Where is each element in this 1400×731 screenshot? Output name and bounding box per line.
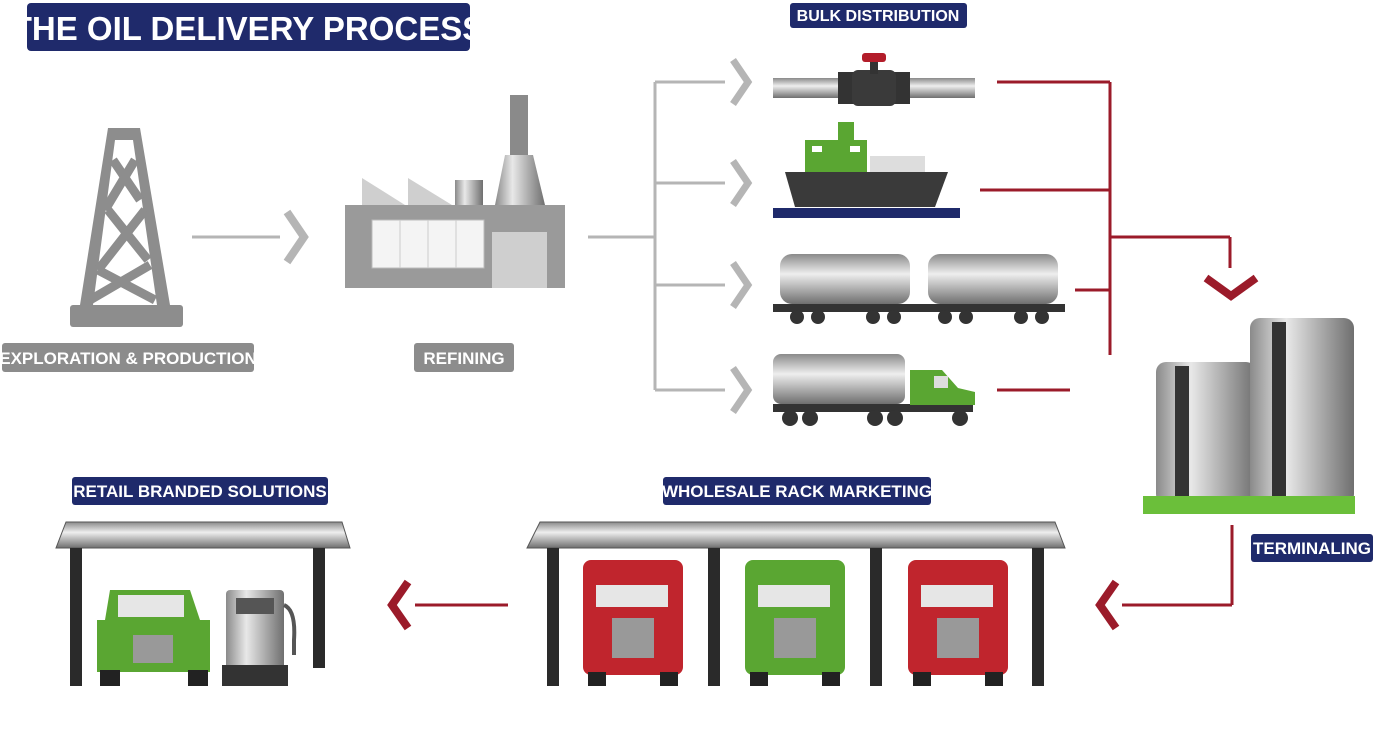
label-refining: REFINING: [414, 343, 514, 372]
label-refining-text: REFINING: [423, 349, 504, 368]
label-retail: RETAIL BRANDED SOLUTIONS: [72, 477, 328, 505]
loading-rack-icon: [526, 521, 1066, 686]
label-terminaling-text: TERMINALING: [1253, 539, 1371, 558]
label-bulk-distribution: BULK DISTRIBUTION: [790, 3, 967, 28]
car-icon: [97, 590, 210, 686]
truck-front-green: [745, 560, 845, 675]
tanker-truck-icon: [773, 354, 975, 426]
title-badge: THE OIL DELIVERY PROCESS: [12, 3, 485, 51]
distribution-branches: [588, 58, 753, 414]
label-bulk-distribution-text: BULK DISTRIBUTION: [797, 8, 960, 25]
page-title: THE OIL DELIVERY PROCESS: [12, 10, 485, 47]
refinery-icon: [345, 95, 565, 288]
rail-tank-cars-icon: [773, 254, 1065, 324]
truck-front-red: [583, 560, 683, 675]
flow-lines-red: [387, 80, 1259, 631]
label-retail-text: RETAIL BRANDED SOLUTIONS: [73, 482, 326, 501]
tanker-ship-icon: [773, 122, 960, 218]
label-terminaling: TERMINALING: [1251, 534, 1373, 562]
truck-front-red: [908, 560, 1008, 675]
storage-tanks-icon: [1143, 318, 1355, 514]
label-wholesale: WHOLESALE RACK MARKETING: [662, 477, 932, 505]
fuel-pump-icon: [222, 590, 297, 686]
label-wholesale-text: WHOLESALE RACK MARKETING: [662, 482, 932, 501]
flow-arrow-gray: [192, 209, 309, 265]
label-exploration: EXPLORATION & PRODUCTION: [0, 343, 257, 372]
oil-derrick-icon: [70, 128, 183, 327]
gas-station-icon: [55, 521, 351, 686]
label-exploration-text: EXPLORATION & PRODUCTION: [0, 349, 257, 368]
pipeline-icon: [773, 53, 975, 106]
